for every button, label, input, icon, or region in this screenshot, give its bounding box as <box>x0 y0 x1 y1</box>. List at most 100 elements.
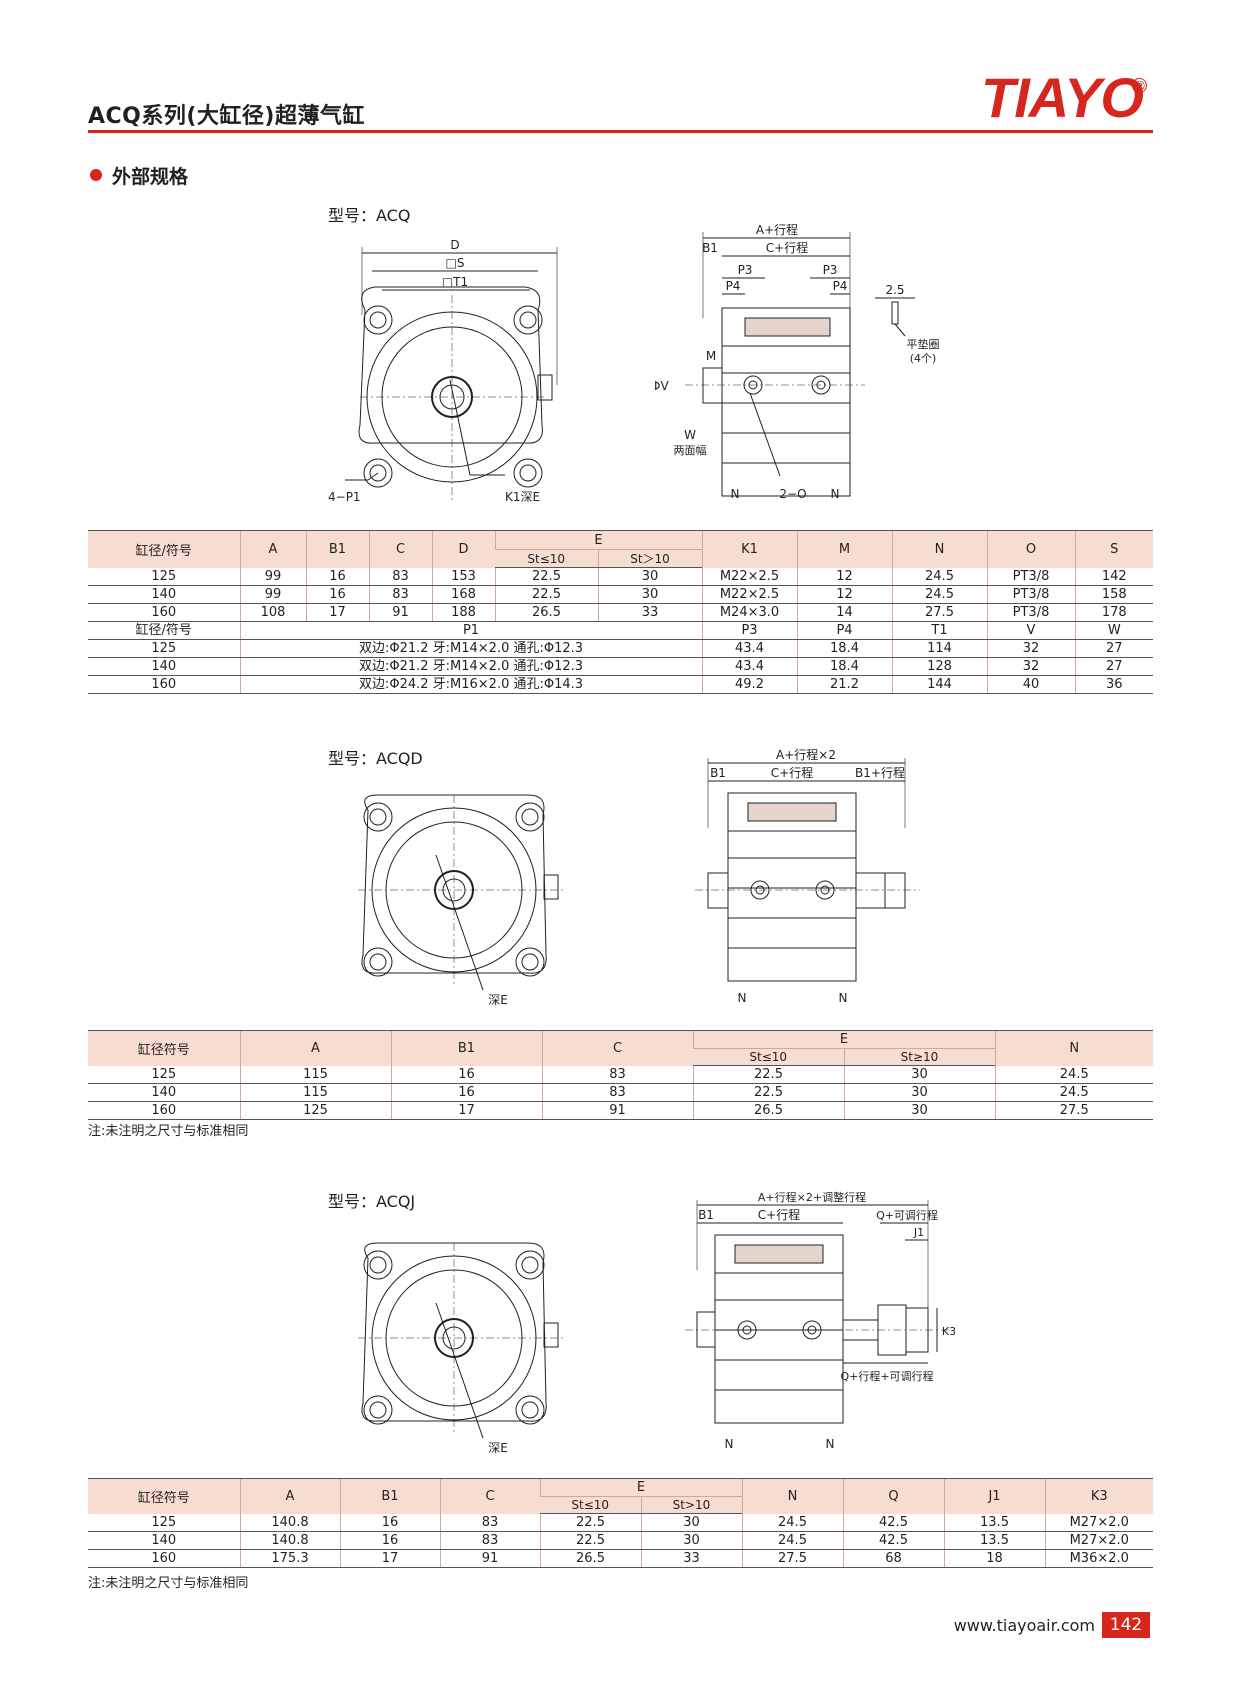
table-cell: 140 <box>88 1531 240 1550</box>
table-cell: 108 <box>239 603 306 622</box>
dim-label-depth: 深E <box>488 1441 508 1455</box>
dim-label-p4-right: P4 <box>833 279 848 293</box>
pad-label: 平垫圈 <box>907 337 940 351</box>
dim-label-b1-stroke: B1+行程 <box>855 765 905 780</box>
dim-label-b1: B1 <box>702 241 718 255</box>
table-cell: 24.5 <box>891 567 987 586</box>
table-cell: 99 <box>239 567 306 586</box>
table-cell: 16 <box>305 567 369 586</box>
table-cell: 32 <box>986 657 1075 676</box>
table-cell: 33 <box>597 603 702 622</box>
table-cell: 12 <box>796 585 892 604</box>
dim-label-b1: B1 <box>710 766 726 780</box>
table-cell: 43.4 <box>701 639 797 658</box>
table-cell: 158 <box>1074 585 1153 604</box>
acq-front-view: D □S □T1 4−P1 K1深E <box>328 238 558 504</box>
table-cell: 36 <box>1074 675 1153 694</box>
col-header: K1 <box>701 530 797 568</box>
table-cell: 22.5 <box>539 1513 641 1532</box>
dim-label-c: C+行程 <box>758 1207 800 1222</box>
website-link[interactable]: www.tiayoair.com <box>953 1616 1095 1635</box>
table-cell: 双边:Φ21.2 牙:M14×2.0 通孔:Φ12.3 <box>239 639 702 658</box>
table-cell: 128 <box>891 657 987 676</box>
table-cell: 22.5 <box>692 1065 844 1084</box>
table-cell: PT3/8 <box>986 585 1075 604</box>
table-cell: 32 <box>986 639 1075 658</box>
col-header: K3 <box>1044 1478 1153 1514</box>
table-cell: 27 <box>1074 657 1153 676</box>
col-subheader: St≥10 <box>843 1048 995 1066</box>
table-cell: W <box>1074 621 1153 640</box>
table-cell: 140.8 <box>239 1531 340 1550</box>
dim-label-k3: K3 <box>942 1325 956 1338</box>
table-cell: 160 <box>88 1549 240 1568</box>
col-header: B1 <box>305 530 369 568</box>
table-cell: 168 <box>431 585 495 604</box>
table-cell: 双边:Φ21.2 牙:M14×2.0 通孔:Φ12.3 <box>239 657 702 676</box>
col-header: A <box>239 1478 340 1514</box>
brand-logo: TIAYO® <box>981 70 1147 126</box>
col-header: E <box>539 1478 742 1497</box>
table-cell: 16 <box>390 1065 542 1084</box>
table-cell: P1 <box>239 621 702 640</box>
table-cell: 16 <box>339 1531 440 1550</box>
col-header: O <box>986 530 1075 568</box>
table-cell: 26.5 <box>539 1549 641 1568</box>
page-header: ACQ系列(大缸径)超薄气缸 TIAYO® <box>88 60 1153 135</box>
table-cell: M22×2.5 <box>701 567 797 586</box>
page-title: ACQ系列(大缸径)超薄气缸 <box>88 104 365 129</box>
col-header: N <box>994 1030 1153 1066</box>
table-cell: 22.5 <box>539 1531 641 1550</box>
table-cell: 91 <box>541 1101 693 1120</box>
table-cell: 160 <box>88 1101 240 1120</box>
acqd-note: 注:未注明之尺寸与标准相同 <box>88 1124 249 1139</box>
col-subheader: St≤10 <box>540 1496 641 1514</box>
header-rule <box>88 130 1153 133</box>
dim-label-n-left: N <box>731 487 740 501</box>
table-cell: 83 <box>368 567 432 586</box>
table-cell: 24.5 <box>994 1065 1153 1084</box>
table-cell: 17 <box>305 603 369 622</box>
dim-label-c: C+行程 <box>771 765 813 780</box>
col-header: Q <box>842 1478 944 1514</box>
col-header: A <box>239 530 306 568</box>
table-cell: PT3/8 <box>986 603 1075 622</box>
acq-spec-table: 缸径/符号 A B1 C D E K1 M N O S St≤10 St＞10 … <box>88 530 1153 694</box>
table-cell: 12 <box>796 567 892 586</box>
col-subheader: St≤10 <box>495 549 598 568</box>
col-header: 缸径符号 <box>88 1030 240 1066</box>
col-header: C <box>439 1478 540 1514</box>
table-cell: 22.5 <box>494 567 598 586</box>
col-header: B1 <box>339 1478 440 1514</box>
dim-label-n-left: N <box>738 991 747 1005</box>
table-cell: 83 <box>541 1083 693 1102</box>
table-cell: 188 <box>431 603 495 622</box>
col-subheader: St＞10 <box>597 549 702 568</box>
table-cell: 153 <box>431 567 495 586</box>
table-cell: 91 <box>439 1549 540 1568</box>
acqj-side-view: A+行程×2+调整行程 B1 C+行程 Q+可调行程 J1 K3 Q+行程+可调… <box>685 1190 956 1451</box>
col-subheader: St>10 <box>640 1496 742 1514</box>
bullet-icon <box>90 169 102 181</box>
table-cell: 91 <box>368 603 432 622</box>
dim-label-p1: 4−P1 <box>328 490 361 504</box>
dim-label-t1: □T1 <box>442 275 468 289</box>
dim-label-o: 2−O <box>779 487 806 501</box>
table-cell: 142 <box>1074 567 1153 586</box>
registered-mark: ® <box>1132 78 1147 93</box>
table-cell: 99 <box>239 585 306 604</box>
section-heading: 外部规格 <box>90 162 188 189</box>
dim-label-a: A+行程×2+调整行程 <box>758 1190 866 1204</box>
table-cell: 22.5 <box>692 1083 844 1102</box>
model-label-acqd: 型号：ACQD <box>328 749 423 768</box>
table-cell: 83 <box>368 585 432 604</box>
table-cell: V <box>986 621 1075 640</box>
dim-label-p4-left: P4 <box>726 279 741 293</box>
table-cell: 30 <box>843 1065 995 1084</box>
